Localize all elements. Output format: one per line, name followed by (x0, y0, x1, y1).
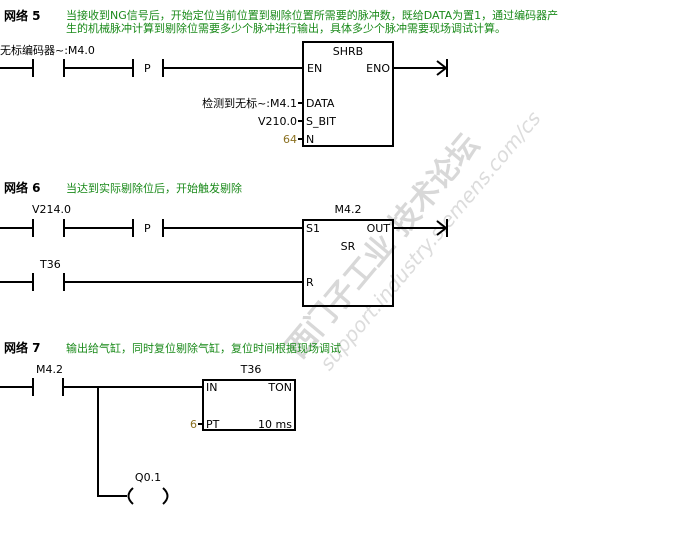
contact-no[interactable] (0, 378, 64, 396)
contact-no[interactable] (0, 59, 65, 77)
rung-end-arrow-icon (436, 219, 448, 237)
contact-label: T36 (39, 258, 61, 271)
pin-n: N (306, 133, 314, 146)
operand-n[interactable]: 64 (283, 133, 297, 146)
network-comment: 输出给气缸，同时复位剔除气缸，复位时间根据现场调试 (66, 341, 341, 355)
contact-label: M4.2 (36, 363, 63, 376)
edge-label: P (144, 62, 151, 75)
contact-label: V214.0 (32, 203, 71, 216)
pin-r: R (306, 276, 314, 289)
positive-edge-contact[interactable]: P (132, 59, 164, 77)
network-6[interactable]: 网络 6 当达到实际剔除位后，开始触发剔除 V214.0 P T36 M4.2 … (0, 180, 448, 307)
operand-data[interactable]: 检测到无标~:M4.1 (202, 96, 297, 110)
contact-label: 无标编码器~:M4.0 (0, 43, 95, 57)
network-comment: 当接收到NG信号后，开始定位当前位置到剔除位置所需要的脉冲数，既给DATA为置1… (66, 8, 558, 22)
pin-en: EN (307, 62, 322, 75)
edge-label: P (144, 222, 151, 235)
operand-s-bit[interactable]: V210.0 (258, 115, 297, 128)
timer-address: T36 (240, 363, 262, 376)
network-title: 网络 6 (4, 180, 41, 195)
pin-s1: S1 (306, 222, 320, 235)
output-coil[interactable]: Q0.1 (127, 471, 169, 505)
network-5[interactable]: 网络 5 当接收到NG信号后，开始定位当前位置到剔除位置所需要的脉冲数，既给DA… (0, 8, 558, 147)
time-base: 10 ms (258, 418, 292, 431)
contact-no[interactable] (0, 219, 65, 237)
pin-out: OUT (367, 222, 391, 235)
coil-label: Q0.1 (135, 471, 161, 484)
network-title: 网络 5 (4, 8, 41, 23)
box-name: SHRB (333, 45, 363, 58)
pin-pt: PT (206, 418, 220, 431)
pin-s-bit: S_BIT (306, 115, 336, 128)
positive-edge-contact[interactable]: P (132, 219, 164, 237)
pin-in: IN (206, 381, 217, 394)
watermark-text: 西门子工业 技术论坛 (279, 128, 486, 365)
ton-timer-box[interactable]: T36 IN TON PT 10 ms (198, 363, 296, 431)
shrb-box[interactable]: SHRB EN ENO DATA S_BIT N (298, 41, 394, 147)
timer-type: TON (267, 381, 292, 394)
contact-no[interactable] (0, 273, 65, 291)
timer-preset[interactable]: 6 (190, 418, 197, 431)
pin-data: DATA (306, 97, 335, 110)
box-address: M4.2 (335, 203, 362, 216)
pin-eno: ENO (366, 62, 390, 75)
sr-box[interactable]: M4.2 S1 OUT SR R (302, 203, 394, 307)
box-name: SR (341, 240, 356, 253)
network-7[interactable]: 网络 7 输出给气缸，同时复位剔除气缸，复位时间根据现场调试 M4.2 T36 … (0, 340, 341, 505)
network-comment: 生的机械脉冲计算到剔除位需要多少个脉冲进行输出，具体多少个脉冲需要现场调试计算。 (66, 21, 506, 35)
rung-end-arrow-icon (436, 59, 448, 77)
network-comment: 当达到实际剔除位后，开始触发剔除 (66, 181, 242, 195)
network-title: 网络 7 (4, 340, 41, 355)
